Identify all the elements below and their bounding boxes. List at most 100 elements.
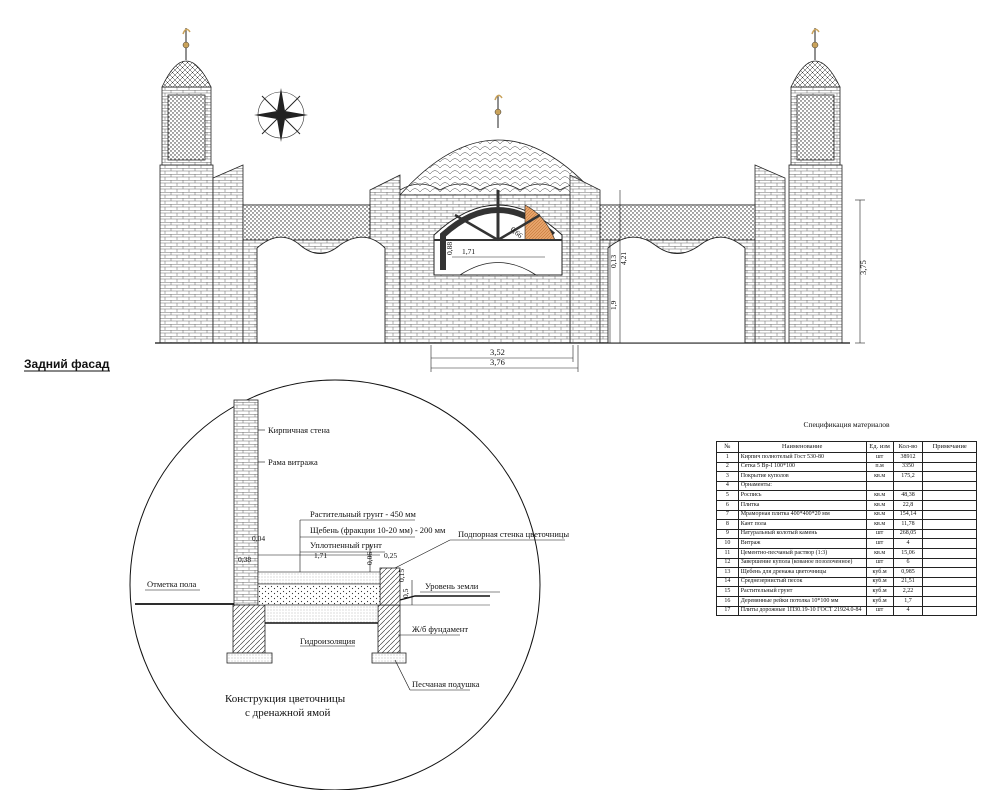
right-wing <box>599 204 756 344</box>
spec-cell: 1,7 <box>892 595 924 607</box>
spec-cell <box>922 499 977 511</box>
dim-375: 3,75 <box>858 260 868 275</box>
spec-cell: 14 <box>716 576 739 588</box>
dim-19: 1,9 <box>609 300 618 310</box>
spec-cell <box>922 519 977 530</box>
dim-006: 0,06 <box>365 552 374 565</box>
spec-cell: 6 <box>892 557 924 569</box>
spec-cell: 4 <box>716 480 739 492</box>
label-ground-level: Уровень земли <box>425 581 479 591</box>
spec-cell <box>922 480 977 492</box>
left-minaret <box>159 28 214 344</box>
spec-cell: 12 <box>716 557 739 569</box>
label-rc-foundation: Ж/б фундамент <box>412 624 468 634</box>
spec-header-cell: Примечание <box>922 441 977 453</box>
spec-cell: 13 <box>716 567 739 578</box>
spec-cell: Натуральный колотый камень <box>737 528 867 540</box>
spec-cell: шт <box>865 538 894 549</box>
spec-cell: 8 <box>716 519 739 530</box>
spec-cell: Роспись <box>737 490 867 501</box>
spec-cell: кв.м <box>865 471 894 482</box>
spec-title: Спецификация материалов <box>803 420 890 429</box>
spec-cell: куб.м <box>865 576 894 588</box>
label-sand-cushion: Песчаная подушка <box>412 679 480 689</box>
spec-cell: куб.м <box>865 595 894 607</box>
label-retaining-wall: Подпорная стенка цветочницы <box>458 529 569 539</box>
right-side-pylon <box>754 164 786 344</box>
left-foundation <box>232 604 266 654</box>
spec-cell: кв.м <box>865 499 894 511</box>
dim-088: 0,88 <box>445 242 454 255</box>
left-wing <box>242 204 386 344</box>
spec-header-row: № Наименование Ед. изм Кол-во Примечание <box>716 441 977 453</box>
spec-cell: 9 <box>716 528 739 540</box>
spec-cell <box>922 557 977 569</box>
spec-header-cell: Наименование <box>737 441 867 453</box>
spec-cell: 2 <box>716 461 739 473</box>
spec-cell: шт <box>865 528 894 540</box>
spec-cell: кв.м <box>865 490 894 501</box>
spec-cell: 4 <box>892 605 924 617</box>
spec-cell: Цементно-песчаный раствор (1:3) <box>737 547 867 559</box>
spec-table: № Наименование Ед. изм Кол-во Примечание… <box>716 441 977 617</box>
spec-cell: Покрытие куполов <box>737 471 867 482</box>
spec-cell: 15,06 <box>892 547 924 559</box>
spec-cell: 11 <box>716 547 739 559</box>
spec-cell: 0,985 <box>892 567 924 578</box>
spec-cell <box>922 605 977 617</box>
spec-cell: 3 <box>716 471 739 482</box>
spec-cell: шт <box>865 557 894 569</box>
dim-171-top: 1,71 <box>462 247 475 256</box>
spec-cell: Кант пола <box>737 519 867 530</box>
label-waterproofing: Гидроизоляция <box>300 636 355 646</box>
spec-cell: 154,14 <box>892 509 924 521</box>
brick-wall <box>233 399 259 606</box>
spec-cell <box>922 538 977 549</box>
left-side-pylon <box>212 164 244 344</box>
dim-352: 3,52 <box>490 347 505 357</box>
label-floor-mark: Отметка пола <box>147 579 197 589</box>
dim-025: 0,25 <box>384 551 397 560</box>
spec-cell <box>922 452 977 463</box>
spec-cell: Мраморная плитка 400*400*20 мм <box>737 509 867 521</box>
spec-cell <box>922 595 977 607</box>
spec-cell: Кирпич полнотелый Гост 530-80 <box>737 452 867 463</box>
spec-cell: кв.м <box>865 547 894 559</box>
spec-cell: Плитка <box>737 499 867 511</box>
spec-cell <box>922 509 977 521</box>
spec-cell: 38912 <box>892 452 924 463</box>
right-foundation <box>377 604 401 654</box>
spec-cell: куб.м <box>865 586 894 597</box>
spec-cell: 6 <box>716 499 739 511</box>
spec-cell <box>922 567 977 578</box>
central-dome <box>399 94 597 196</box>
flower-bed-detail: Кирпичная стена Рама витража Растительны… <box>129 379 569 790</box>
spec-cell: шт <box>865 605 894 617</box>
right-minaret <box>788 28 843 344</box>
spec-cell: 1 <box>716 452 739 463</box>
spec-cell <box>922 471 977 482</box>
label-compacted: Уплотненный грунт <box>310 540 382 550</box>
dim-015: 0,15 <box>397 569 406 582</box>
spec-cell: 22,8 <box>892 499 924 511</box>
spec-cell: 48,38 <box>892 490 924 501</box>
spec-cell: 7 <box>716 509 739 521</box>
spec-cell: п.м <box>865 461 894 473</box>
spec-cell: Завершение купола (кованое позолоченное) <box>737 557 867 569</box>
spec-cell: Растительный грунт <box>737 586 867 597</box>
spec-cell <box>922 576 977 588</box>
compass-rose-icon <box>254 88 308 142</box>
